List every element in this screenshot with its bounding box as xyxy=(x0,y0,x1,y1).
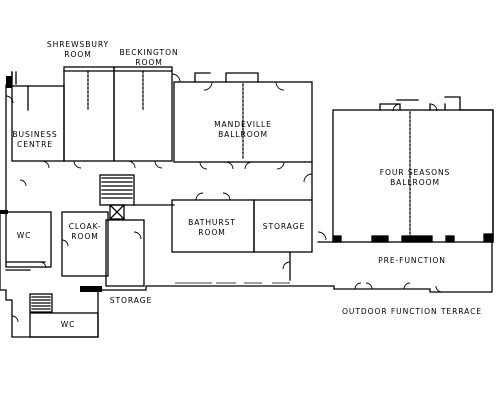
door-arc xyxy=(276,161,285,170)
shrewsbury-room-label-line2: ROOM xyxy=(64,49,92,59)
wc-lower-label: WC xyxy=(61,320,76,330)
bathurst-room-label-line1: BATHURST xyxy=(188,218,236,227)
door-arc xyxy=(222,192,231,201)
door-arc xyxy=(429,103,438,112)
door-arc xyxy=(392,103,401,112)
pre-function-label: PRE-FUNCTION xyxy=(378,256,446,266)
four-seasons-ballroom-label-line1: FOUR SEASONS xyxy=(379,168,451,177)
cloakroom-wall xyxy=(61,211,109,277)
door-arc xyxy=(244,161,253,170)
door-arc xyxy=(435,285,443,293)
outdoor-function-terrace-label-line1: OUTDOOR FUNCTION TERRACE xyxy=(342,307,482,316)
bathurst-room-label-line2: ROOM xyxy=(198,227,226,237)
door-arc xyxy=(303,173,313,183)
mandeville-ballroom-wall xyxy=(173,81,313,163)
mandeville-ballroom-label-line2: BALLROOM xyxy=(218,129,268,139)
storage-middle-label-line1: STORAGE xyxy=(262,222,306,231)
pre-function-label-line1: PRE-FUNCTION xyxy=(378,256,446,265)
outer-wall xyxy=(0,71,494,338)
door-arc xyxy=(5,95,14,104)
cloakroom-label: CLOAK- ROOM xyxy=(69,222,102,241)
door-arc xyxy=(317,231,327,241)
four-seasons-ballroom-label: FOUR SEASONS BALLROOM xyxy=(380,168,451,187)
wc-lower-wall xyxy=(29,312,99,338)
door-arc xyxy=(19,179,27,187)
storage-lower-label-line1: STORAGE xyxy=(109,296,153,305)
beckington-room-label-line1: BECKINGTON xyxy=(119,48,179,57)
door-arc xyxy=(61,239,69,247)
door-arc xyxy=(41,160,50,169)
door-arc xyxy=(203,81,213,91)
business-centre-label-line1: BUSINESS xyxy=(12,130,58,139)
business-centre-label: BUSINESS CENTRE xyxy=(12,130,57,149)
bathurst-room-label: BATHURST ROOM xyxy=(188,218,236,237)
cloakroom-label-line1: CLOAK- xyxy=(68,222,102,231)
lower-stair xyxy=(29,293,53,313)
door-arc xyxy=(354,282,362,290)
door-arc xyxy=(282,261,291,270)
storage-middle-wall xyxy=(253,199,313,253)
door-arc xyxy=(11,315,19,323)
door-arc xyxy=(171,73,181,83)
storage-middle-label: STORAGE xyxy=(263,222,305,232)
door-arc xyxy=(275,81,285,91)
shrewsbury-room-wall xyxy=(63,66,115,162)
mandeville-ballroom-label-line1: MANDEVILLE xyxy=(214,120,272,129)
beckington-room-label: BECKINGTON ROOM xyxy=(119,48,178,67)
door-arc xyxy=(365,282,373,290)
outdoor-function-terrace-label: OUTDOOR FUNCTION TERRACE xyxy=(342,307,482,317)
wc-upper-label: WC xyxy=(17,231,32,241)
door-arc xyxy=(133,231,142,240)
mandeville-ballroom-label: MANDEVILLE BALLROOM xyxy=(214,120,272,139)
wc-upper-wall xyxy=(5,211,52,268)
door-arc xyxy=(127,160,136,169)
door-arc xyxy=(225,161,234,170)
storage-lower-label: STORAGE xyxy=(110,296,152,306)
door-arc xyxy=(73,160,82,169)
business-centre-wall xyxy=(11,85,65,162)
shrewsbury-room-label: SHREWSBURY ROOM xyxy=(47,40,109,59)
four-seasons-ballroom-label-line2: BALLROOM xyxy=(390,177,440,187)
door-arc xyxy=(199,161,208,170)
door-arc xyxy=(195,192,204,201)
wc-upper-label-line1: WC xyxy=(16,231,32,240)
storage-lower-wall xyxy=(105,219,145,287)
door-arc xyxy=(154,160,163,169)
business-centre-label-line2: CENTRE xyxy=(17,139,53,149)
door-arc xyxy=(403,282,411,290)
cloakroom-label-line2: ROOM xyxy=(71,231,99,241)
shrewsbury-room-label-line1: SHREWSBURY xyxy=(46,40,110,49)
wc-lower-label-line1: WC xyxy=(60,320,76,329)
beckington-room-wall xyxy=(113,66,173,162)
beckington-room-label-line2: ROOM xyxy=(135,57,163,67)
door-arc xyxy=(39,261,47,269)
